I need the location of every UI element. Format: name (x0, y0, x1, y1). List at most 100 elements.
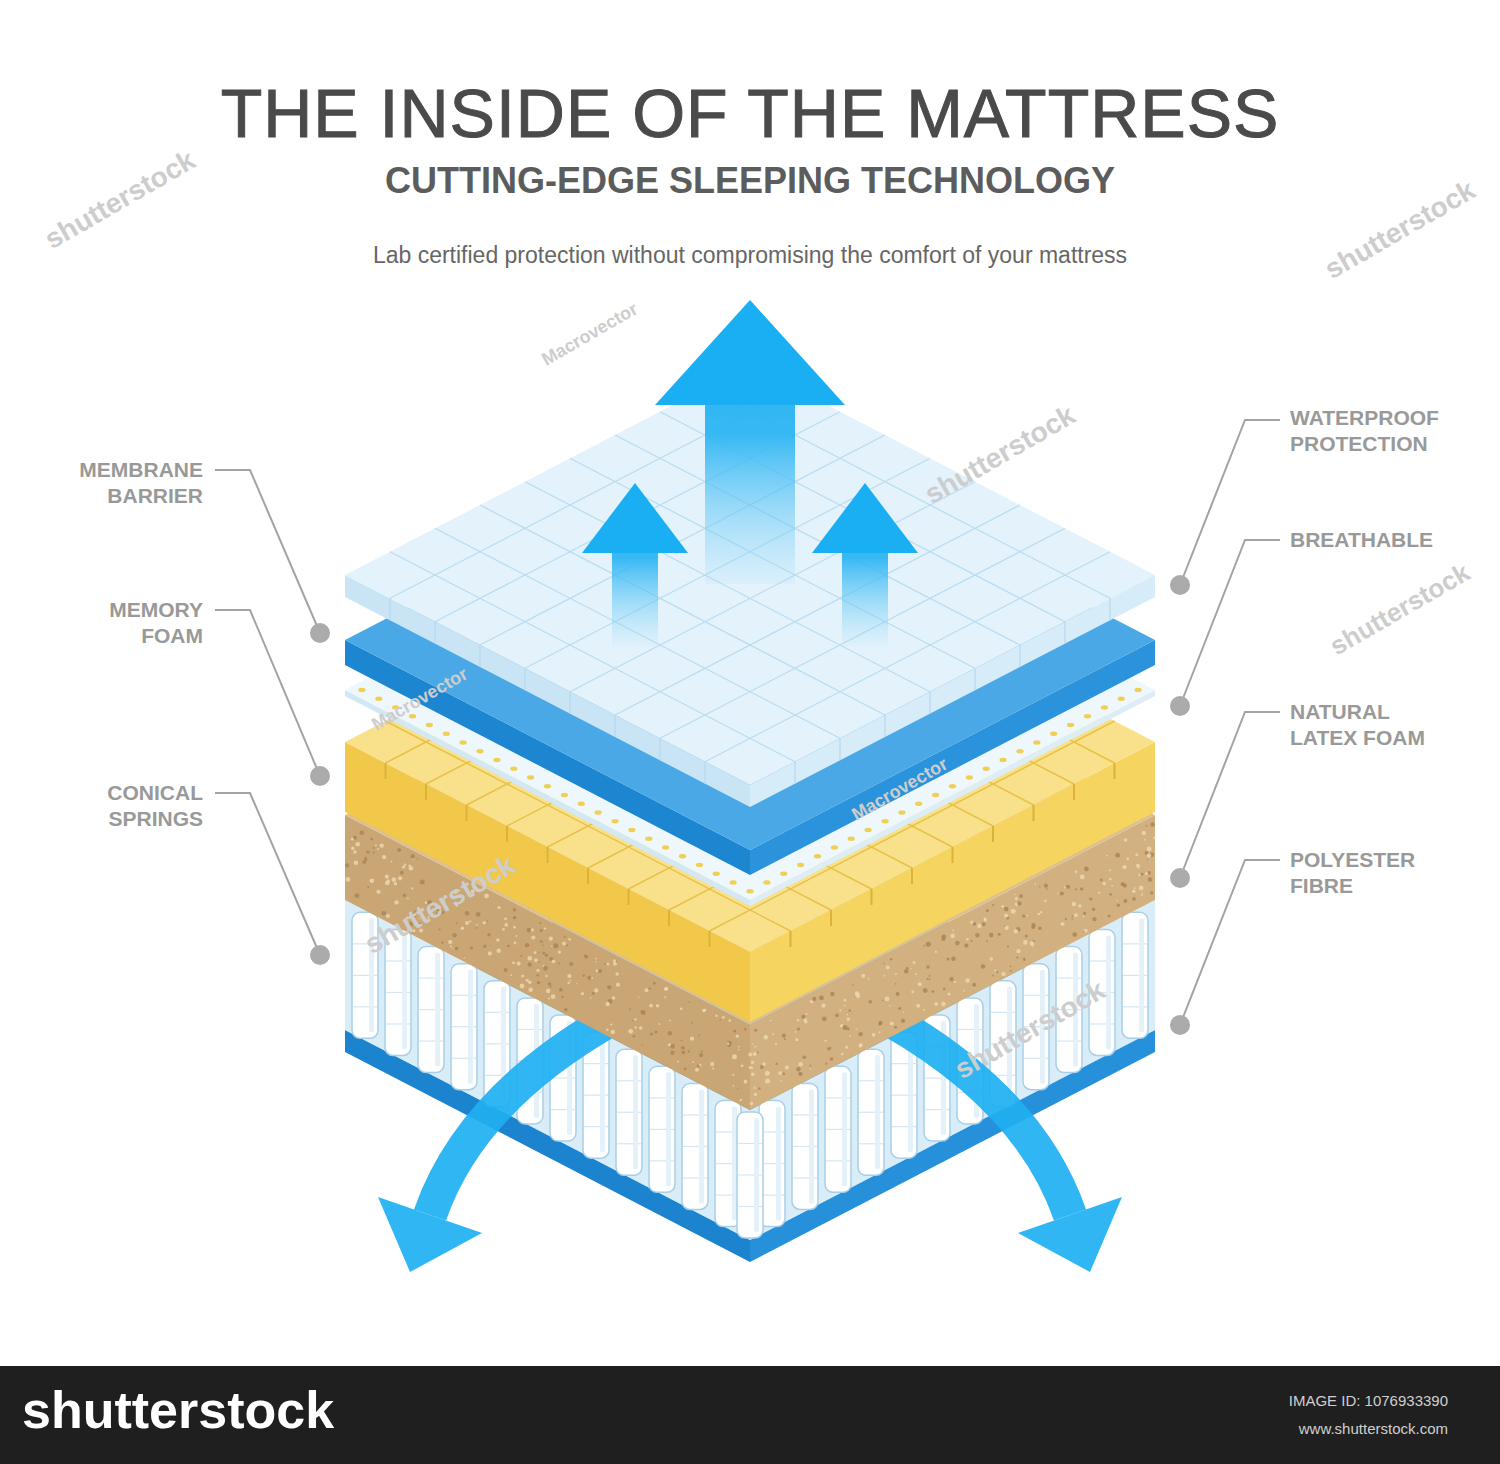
leader-line (215, 610, 320, 776)
fibre-speck (1136, 864, 1140, 868)
fibre-speck (971, 940, 973, 942)
fibre-speck (701, 1051, 703, 1053)
fibre-speck (744, 1028, 746, 1030)
fibre-speck (520, 984, 525, 989)
fibre-speck (545, 975, 547, 977)
side-groove (704, 762, 705, 784)
fibre-speck (1117, 904, 1120, 907)
fibre-speck (752, 1043, 754, 1045)
fibre-speck (1111, 885, 1113, 887)
fibre-speck (543, 966, 548, 971)
fibre-speck (558, 963, 560, 965)
leader-dot (310, 945, 330, 965)
fibre-speck (366, 851, 369, 854)
fibre-speck (606, 1028, 609, 1031)
fibre-speck (650, 1033, 653, 1036)
spring-shade (600, 1038, 605, 1152)
perforation-hole (1084, 714, 1091, 718)
fibre-speck (982, 922, 986, 926)
grid-line (480, 505, 885, 715)
perforation-hole (881, 819, 888, 823)
tagline: Lab certified protection without comprom… (0, 240, 1500, 270)
fibre-speck (975, 933, 979, 937)
fibre-speck (469, 920, 471, 922)
fibre-speck (546, 989, 550, 993)
fibre-speck (658, 1023, 660, 1025)
waterproof-layer-top-face (345, 365, 1155, 785)
spring-coil (792, 1083, 818, 1209)
fibre-speck (984, 918, 987, 921)
fibre-speck (1147, 847, 1152, 852)
fibre-speck (830, 992, 834, 996)
callout-label: NATURAL LATEX FOAM (1290, 699, 1458, 751)
fibre-speck (1109, 869, 1111, 871)
fibre-speck (1150, 822, 1154, 826)
perforation-hole (460, 740, 467, 744)
fibre-speck (1016, 949, 1020, 953)
fibre-speck (671, 1051, 675, 1055)
fibre-speck (890, 958, 892, 960)
fibre-speck (1030, 941, 1035, 946)
fibre-speck (1083, 931, 1085, 933)
callout-label: POLYESTER FIBRE (1290, 847, 1458, 899)
fibre-speck (797, 1028, 800, 1031)
fibre-speck (592, 992, 595, 995)
fibre-speck (476, 927, 478, 929)
fibre-speck (452, 948, 453, 949)
fibre-speck (606, 963, 609, 966)
fibre-speck (1142, 831, 1146, 835)
fibre-speck (1014, 929, 1019, 934)
fibre-speck (688, 1001, 690, 1003)
fibre-speck (827, 1047, 830, 1050)
spring-shade (468, 970, 473, 1084)
fibre-speck (841, 1053, 844, 1056)
fibre-speck (450, 946, 452, 948)
fibre-speck (1010, 970, 1012, 972)
fibre-speck (548, 998, 550, 1000)
fibre-speck (1046, 888, 1048, 890)
fibre-speck (758, 1087, 761, 1090)
fibre-speck (692, 1061, 694, 1063)
title: THE INSIDE OF THE MATTRESS (0, 73, 1500, 153)
fibre-speck (521, 975, 524, 978)
fibre-speck (638, 996, 640, 998)
perforation-hole (730, 880, 737, 884)
fibre-speck (861, 974, 865, 978)
fibre-speck (391, 861, 393, 863)
fibre-speck (809, 1068, 811, 1070)
fibre-speck (839, 1009, 841, 1011)
fibre-speck (1072, 918, 1074, 920)
fibre-speck (376, 890, 380, 894)
fibre-speck (1004, 926, 1008, 930)
fibre-speck (551, 994, 556, 999)
fibre-speck (856, 1028, 858, 1030)
fibre-speck (649, 988, 651, 990)
fibre-speck (772, 1033, 774, 1035)
side-groove (479, 645, 480, 667)
side-groove (1019, 645, 1020, 667)
fibre-speck (1007, 945, 1009, 947)
fibre-speck (380, 843, 384, 847)
fibre-speck (1109, 893, 1112, 896)
spring-coil (858, 1049, 884, 1175)
fibre-speck (852, 984, 854, 986)
fibre-speck (411, 887, 413, 889)
side-groove (1033, 805, 1035, 821)
fibre-speck (835, 1013, 839, 1017)
fibre-speck (698, 1034, 700, 1036)
fibre-speck (403, 894, 406, 897)
fibre-speck (784, 1038, 786, 1040)
fibre-speck (1026, 915, 1028, 917)
fibre-speck (513, 908, 516, 911)
fibre-speck (1139, 886, 1144, 891)
fibre-speck (1098, 891, 1100, 893)
perforation-hole (426, 723, 433, 727)
perforation-hole (696, 863, 703, 867)
side-groove (1109, 598, 1110, 620)
fibre-speck (1124, 838, 1128, 842)
fibre-speck (825, 1040, 827, 1042)
fibre-speck (528, 956, 533, 961)
spring-shade (754, 1118, 759, 1232)
fibre-speck (927, 978, 929, 980)
fibre-speck (452, 933, 456, 937)
